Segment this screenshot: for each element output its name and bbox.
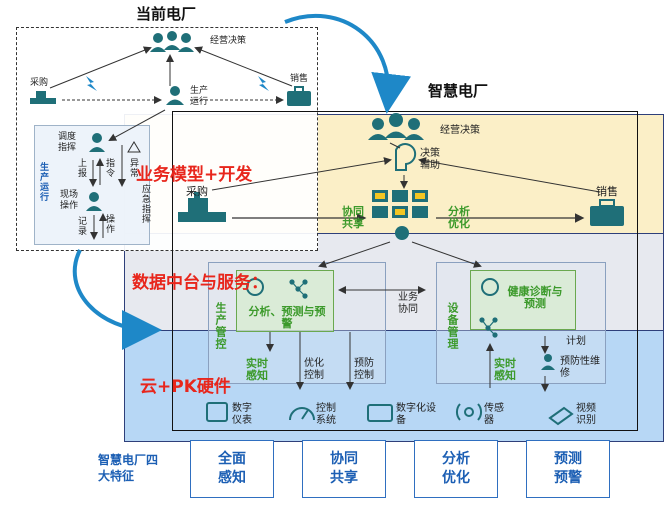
report-label: 上报	[76, 158, 86, 178]
feature-comprehensive-perception: 全面 感知	[190, 440, 274, 498]
data-layer-label: 数据中台与服务：	[132, 273, 268, 293]
current-plant-title: 当前电厂	[136, 5, 197, 23]
analysis-opt-label: 分析优化	[448, 205, 470, 230]
cloud-layer-bg	[124, 330, 664, 442]
current-management-label: 经营决策	[210, 36, 247, 46]
realtime-right-label: 实时感知	[494, 357, 516, 382]
abnormal-label: 异常	[128, 158, 138, 178]
preventive-maint-label: 预防性维修	[560, 356, 600, 379]
business-collab-label: 业务协同	[398, 292, 418, 315]
record-label: 记录	[76, 216, 86, 236]
health-diag-label: 健康诊断与预测	[507, 285, 563, 310]
opt-control-label: 优化控制	[304, 358, 324, 381]
smart-purchase-label: 采购	[186, 185, 208, 198]
smart-plant-title: 智慧电厂	[428, 82, 489, 100]
device-video-recognition: 视频识别	[576, 403, 596, 426]
command-label: 指令	[104, 158, 114, 178]
field-ops-label: 现场操作	[60, 190, 79, 211]
business-layer-label: 业务模型+开发	[136, 165, 253, 185]
feature-predict-warn: 预测 预警	[526, 440, 610, 498]
management-people-icon	[150, 31, 194, 52]
smart-sales-label: 销售	[596, 185, 618, 198]
production-control-label: 生产管控	[214, 302, 227, 350]
emergency-label: 应急指挥	[140, 184, 150, 224]
equipment-mgmt-label: 设备管理	[446, 302, 459, 350]
device-sensor: 传感器	[484, 403, 504, 426]
dispatch-label: 调度指挥	[58, 132, 77, 153]
realtime-left-label: 实时感知	[246, 357, 268, 382]
collab-share-label: 协同共享	[342, 205, 364, 230]
device-digital-meter: 数字仪表	[232, 403, 252, 426]
smart-management-label: 经营决策	[440, 125, 480, 136]
smart-management-people-icon	[368, 113, 424, 140]
analysis-predict-label: 分析、预测与预警	[248, 305, 326, 330]
feature-collab-share: 协同 共享	[302, 440, 386, 498]
operate-label: 操作	[104, 214, 114, 234]
cloud-layer-label: 云+PK硬件	[140, 377, 231, 397]
features-label: 智慧电厂四大特征	[98, 453, 159, 483]
prevent-control-label: 预防控制	[354, 358, 374, 381]
feature-analysis-opt: 分析 优化	[414, 440, 498, 498]
ship-icon	[178, 192, 226, 222]
production-run-side-label: 生产运行	[38, 162, 48, 202]
device-control-system: 控制系统	[316, 403, 336, 426]
current-purchase-label: 采购	[30, 78, 49, 88]
plan-label: 计划	[566, 336, 586, 347]
toolbox-icon	[590, 199, 624, 226]
current-sales-label: 销售	[290, 74, 309, 84]
decision-aid-label: 决策辅助	[420, 148, 440, 171]
current-production-run-label: 生产运行	[190, 86, 209, 107]
device-digital-equipment: 数字化设备	[396, 403, 436, 426]
